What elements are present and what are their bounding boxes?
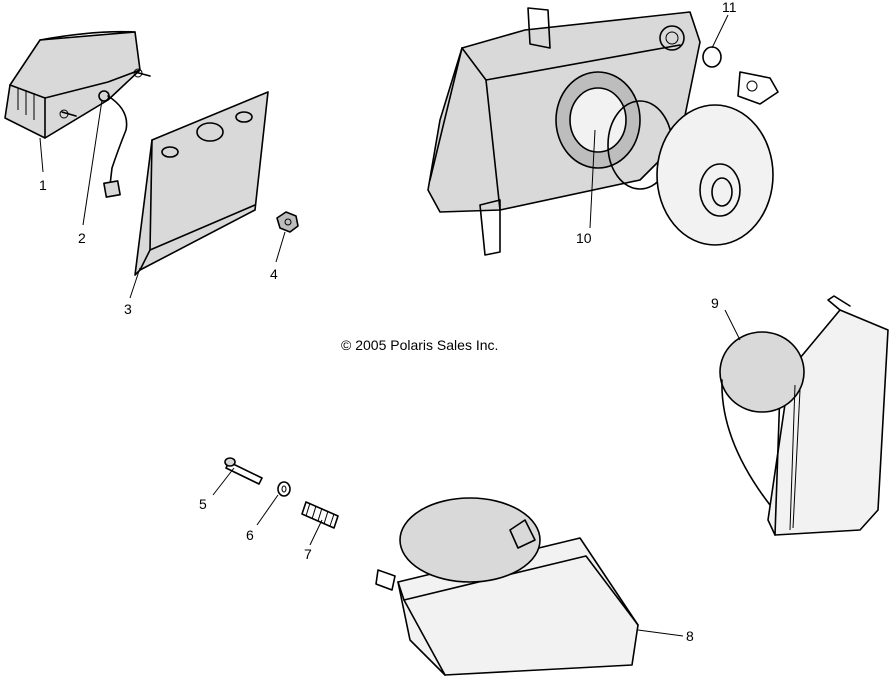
- part-headlight-right: [719, 295, 889, 536]
- part-nut: [276, 211, 299, 233]
- part-bulb: [702, 46, 779, 105]
- callout-7: 7: [304, 546, 312, 562]
- callout-1: 1: [39, 177, 47, 193]
- callout-5: 5: [199, 496, 207, 512]
- part-harness: [98, 90, 128, 198]
- callout-10: 10: [576, 230, 592, 246]
- part-tail-light: [4, 30, 151, 139]
- callout-11: 11: [722, 0, 737, 15]
- callout-6: 6: [246, 527, 254, 543]
- callout-9: 9: [711, 295, 719, 311]
- part-bracket: [134, 91, 269, 276]
- part-washer: [277, 481, 291, 497]
- callout-4: 4: [270, 266, 278, 282]
- callout-8: 8: [686, 628, 694, 644]
- callout-labels: 1 2 3 4 5 6 7 8 9 10 11: [39, 0, 737, 644]
- leader-lines: [39, 14, 741, 637]
- part-bolt: [224, 457, 263, 485]
- part-headlight-assembly: [427, 7, 774, 256]
- callout-2: 2: [78, 230, 86, 246]
- callout-3: 3: [124, 301, 132, 317]
- copyright-notice: © 2005 Polaris Sales Inc.: [341, 337, 498, 353]
- part-spring: [301, 501, 339, 529]
- part-headlight-bottom: [375, 497, 639, 676]
